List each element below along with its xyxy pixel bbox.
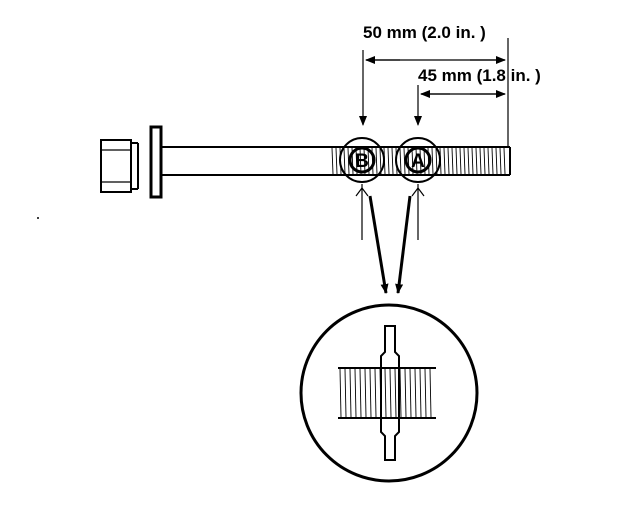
thread-ridge	[339, 368, 342, 418]
thread-ridge	[399, 368, 402, 418]
detail-magnifier	[299, 303, 479, 483]
thread-ridge	[359, 368, 362, 418]
thread-ridge	[387, 147, 390, 175]
thread-ridge	[391, 147, 394, 175]
thread-ridge	[394, 368, 397, 418]
thread-ridge	[463, 147, 466, 175]
thread-ridge	[467, 147, 470, 175]
thread-ridge	[443, 147, 446, 175]
thread-ridge	[364, 368, 367, 418]
detail-thread-section	[338, 367, 436, 419]
thread-ridge	[487, 147, 490, 175]
bolt-shank	[161, 146, 330, 176]
thread-ridge	[499, 147, 502, 175]
bolt-flange	[149, 125, 163, 199]
thread-ridge	[384, 368, 387, 418]
thread-ridge	[451, 147, 454, 175]
callout-b: B	[339, 137, 385, 183]
bolt	[100, 125, 511, 199]
thread-ridge	[403, 147, 406, 175]
dimension-label-45mm: 45 mm (1.8 in. )	[418, 66, 541, 85]
callout-a-label: A	[411, 151, 425, 172]
stray-dot	[37, 217, 39, 219]
thread-ridge	[347, 147, 350, 175]
measurement-ticks	[355, 184, 425, 240]
thread-ridge	[479, 147, 482, 175]
thread-ridge	[331, 147, 334, 175]
thread-ridge	[491, 147, 494, 175]
thread-ridge	[419, 368, 422, 418]
thread-ridge	[475, 147, 478, 175]
thread-ridge	[369, 368, 372, 418]
thread-ridge	[335, 147, 338, 175]
thread-ridge	[375, 147, 378, 175]
thread-ridge	[495, 147, 498, 175]
thread-ridge	[363, 147, 366, 175]
thread-ridge	[415, 147, 418, 175]
thread-ridge	[483, 147, 486, 175]
thread-ridge	[424, 368, 427, 418]
thread-ridge	[404, 368, 407, 418]
thread-ridge	[343, 147, 346, 175]
thread-ridge	[359, 147, 362, 175]
bolt-hex-head	[100, 139, 139, 193]
thread-ridge	[349, 368, 352, 418]
detail-leader-arrows	[368, 195, 412, 294]
thread-ridge	[447, 147, 450, 175]
thread-ridge	[455, 147, 458, 175]
thread-ridge	[419, 147, 422, 175]
thread-ridge	[431, 147, 434, 175]
callout-a: A	[395, 137, 441, 183]
thread-ridge	[399, 147, 402, 175]
detail-blade	[380, 325, 400, 461]
thread-ridge	[344, 368, 347, 418]
thread-ridge	[471, 147, 474, 175]
thread-ridge	[389, 368, 392, 418]
thread-ridge	[459, 147, 462, 175]
thread-ridge	[374, 368, 377, 418]
callout-b-label: B	[355, 151, 369, 172]
thread-ridge	[414, 368, 417, 418]
thread-ridge	[409, 368, 412, 418]
thread-ridge	[503, 147, 506, 175]
dimension-label-50mm: 50 mm (2.0 in. )	[363, 23, 486, 42]
thread-ridge	[354, 368, 357, 418]
thread-ridge	[429, 368, 432, 418]
